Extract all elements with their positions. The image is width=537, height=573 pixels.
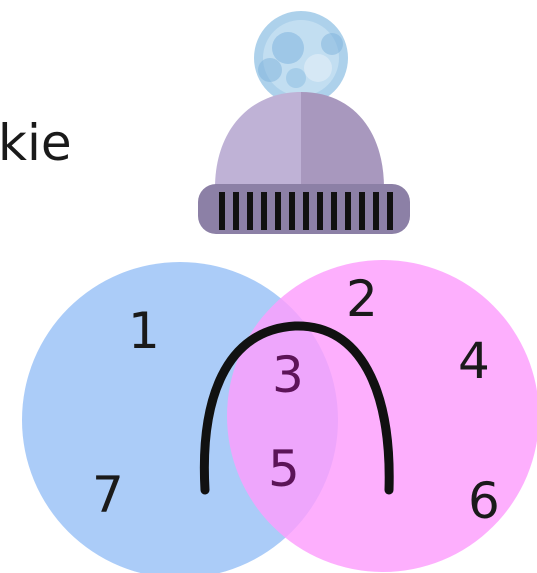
region-label-2: 2	[346, 270, 378, 328]
beanie-hat-icon	[198, 11, 410, 234]
region-label-6: 6	[468, 472, 500, 530]
pompom-icon	[254, 11, 348, 105]
region-label-1: 1	[128, 302, 160, 360]
partial-word-text: kie	[0, 114, 72, 172]
hat-ribbing	[219, 192, 393, 230]
region-label-4: 4	[458, 332, 490, 390]
region-label-3: 3	[272, 346, 304, 404]
region-label-5: 5	[268, 440, 300, 498]
region-label-7: 7	[92, 466, 124, 524]
arch-icon	[199, 321, 394, 495]
